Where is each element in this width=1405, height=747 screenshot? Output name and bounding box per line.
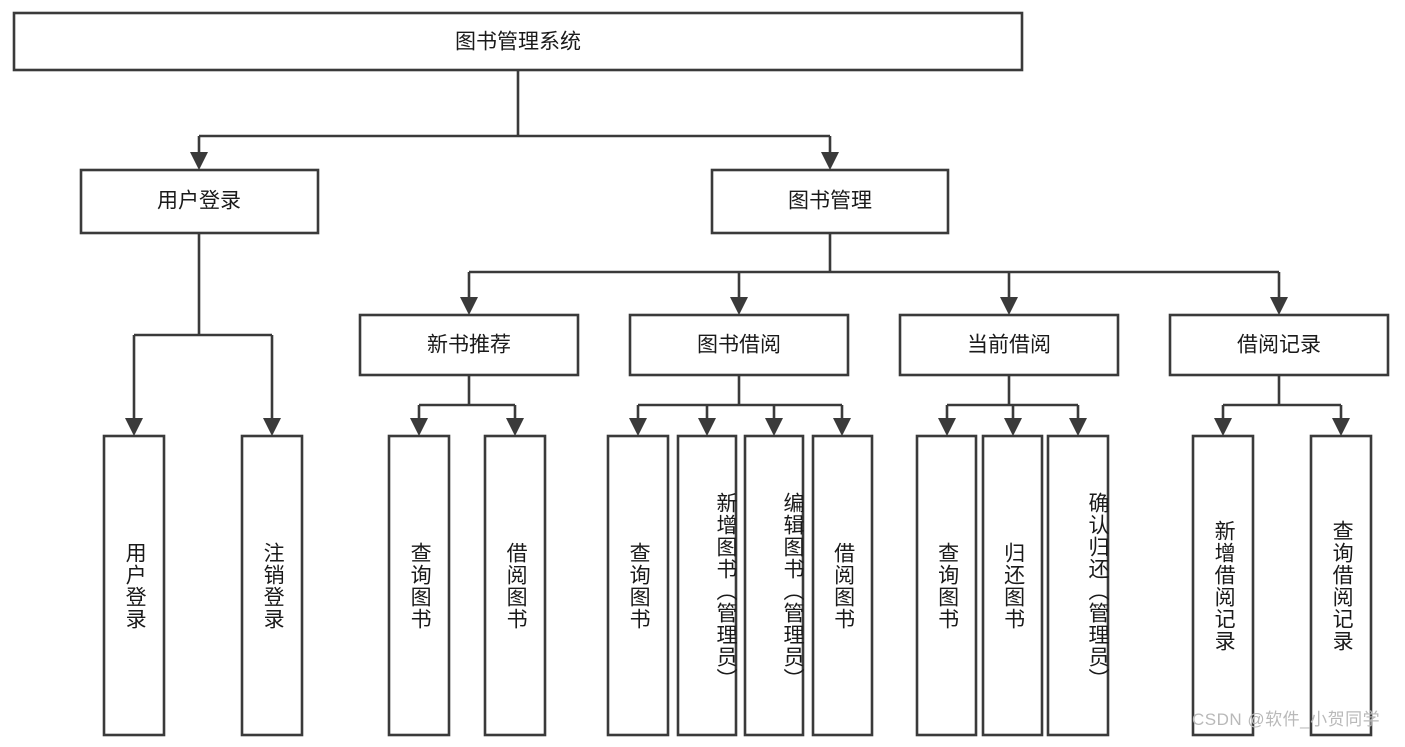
node-book-borrow-label: 图书借阅 [697, 334, 781, 357]
arrow-head-user-login [190, 152, 208, 170]
node-leaf-return-book-rect[interactable] [981, 434, 1044, 737]
arrow-head-leaf-confirm-return-admin [1069, 418, 1087, 436]
node-current-borrow[interactable]: 当前借阅 [898, 313, 1120, 377]
arrow-head-borrow-record [1270, 297, 1288, 315]
node-book-borrow-rect[interactable] [628, 313, 850, 377]
arrow-head-leaf-borrow-book [833, 418, 851, 436]
node-leaf-confirm-return-admin-rect[interactable] [1046, 434, 1110, 737]
node-leaf-query-book-borrow-rect[interactable] [606, 434, 670, 737]
node-current-borrow-rect[interactable] [898, 313, 1120, 377]
arrow-head-leaf-query-book-borrow [629, 418, 647, 436]
csdn-watermark: CSDN @软件_小贺同学 [1192, 710, 1381, 729]
node-book-management-label: 图书管理 [788, 190, 872, 213]
node-leaf-query-borrow-record-rect[interactable] [1309, 434, 1373, 737]
arrow-head-new-book-recommend [460, 297, 478, 315]
node-book-management[interactable]: 图书管理 [710, 168, 950, 235]
node-new-book-recommend-label: 新书推荐 [427, 334, 511, 357]
node-root-label: 图书管理系统 [455, 31, 581, 54]
node-borrow-record-label: 借阅记录 [1237, 334, 1321, 357]
node-leaf-borrow-book-rect[interactable] [811, 434, 874, 737]
node-layer: 图书管理系统 用户登录 图书管理 新书推荐 图书借阅 [12, 11, 1390, 737]
arrow-head-book-management [821, 152, 839, 170]
arrow-head-leaf-logout [263, 418, 281, 436]
connector-layer [125, 70, 1350, 436]
node-leaf-borrow-book-recommend-rect[interactable] [483, 434, 547, 737]
arrow-head-leaf-query-book-recommend [410, 418, 428, 436]
node-leaf-query-book-recommend-rect[interactable] [387, 434, 451, 737]
arrow-head-book-borrow [730, 297, 748, 315]
arrow-head-leaf-query-book-current [938, 418, 956, 436]
arrow-head-leaf-borrow-book-recommend [506, 418, 524, 436]
arrow-head-leaf-return-book [1004, 418, 1022, 436]
node-leaf-logout-rect[interactable] [240, 434, 304, 737]
node-leaf-add-book-admin-rect[interactable] [676, 434, 738, 737]
arrow-head-leaf-add-borrow-record [1214, 418, 1232, 436]
node-book-borrow[interactable]: 图书借阅 [628, 313, 850, 377]
node-new-book-recommend-rect[interactable] [358, 313, 580, 377]
node-current-borrow-label: 当前借阅 [967, 334, 1051, 357]
node-user-login-label: 用户登录 [157, 190, 241, 213]
node-leaf-user-login-rect[interactable] [102, 434, 166, 737]
arrow-head-leaf-add-book-admin [698, 418, 716, 436]
node-root[interactable]: 图书管理系统 [12, 11, 1024, 72]
node-user-login-rect[interactable] [79, 168, 320, 235]
node-user-login[interactable]: 用户登录 [79, 168, 320, 235]
node-borrow-record[interactable]: 借阅记录 [1168, 313, 1390, 377]
arrow-head-leaf-edit-book-admin [765, 418, 783, 436]
node-leaf-query-book-current-rect[interactable] [915, 434, 978, 737]
arrow-head-leaf-user-login [125, 418, 143, 436]
node-leaf-edit-book-admin-rect[interactable] [743, 434, 805, 737]
arrow-head-current-borrow [1000, 297, 1018, 315]
arrow-head-leaf-query-borrow-record [1332, 418, 1350, 436]
node-new-book-recommend[interactable]: 新书推荐 [358, 313, 580, 377]
node-root-rect[interactable] [12, 11, 1024, 72]
node-leaf-add-borrow-record-rect[interactable] [1191, 434, 1255, 737]
node-borrow-record-rect[interactable] [1168, 313, 1390, 377]
node-book-management-rect[interactable] [710, 168, 950, 235]
